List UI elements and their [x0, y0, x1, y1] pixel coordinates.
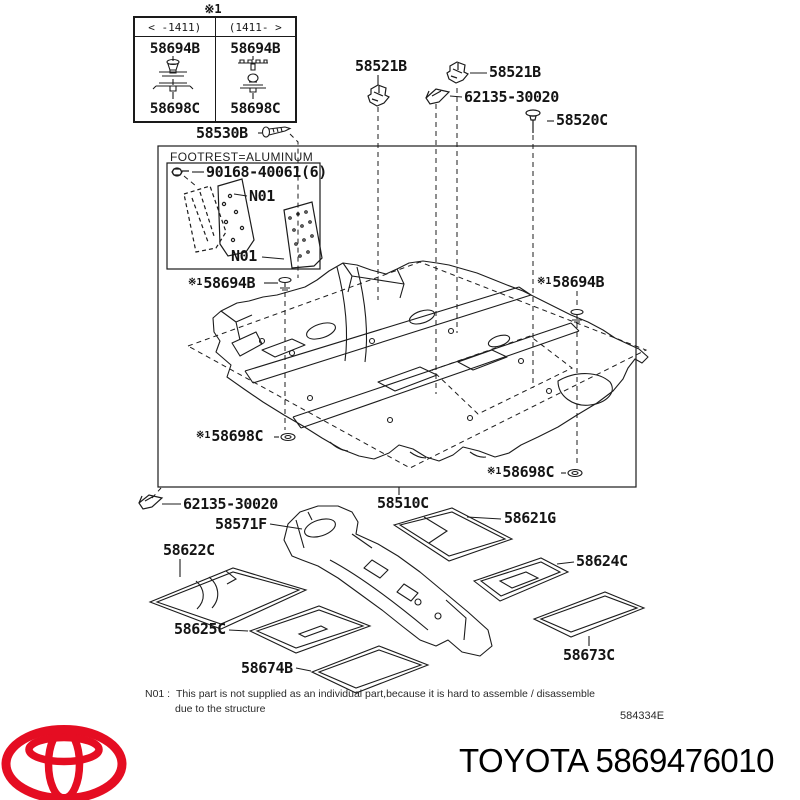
part-label-58621g: 58621G — [504, 509, 556, 527]
ref-mark: ※1 — [196, 430, 211, 441]
part-number-58698c: 58698C — [230, 101, 281, 117]
footnote-text1: This part is not supplied as an individu… — [175, 688, 596, 700]
toyota-logo — [1, 725, 127, 800]
footnote-code: N01 : — [145, 688, 171, 700]
variant-table: < -1411) 58694B 58698C (1411- > 58694B 5… — [133, 16, 297, 123]
part-number-58698c: 58698C — [149, 101, 200, 117]
mat-58673c-drawing — [532, 591, 646, 638]
part-number-58694b: 58694B — [149, 41, 200, 57]
brand-part-number-line: TOYOTA 5869476010 — [458, 742, 775, 779]
footrest-material-note: FOOTREST=ALUMINUM — [170, 150, 314, 164]
clip-58521b-right-icon — [446, 61, 469, 84]
part-label-62135-top: 62135-30020 — [464, 88, 559, 106]
tunnel-insulator-drawing — [283, 505, 493, 657]
part-label-58571f: 58571F — [215, 515, 267, 533]
part-label-62135-bottom: 62135-30020 — [183, 495, 278, 513]
variant-col-header: < -1411) — [135, 18, 215, 37]
ref-mark: ※1 — [188, 277, 203, 288]
mat-58625c-drawing — [248, 605, 372, 654]
clip-62135-bottom-icon — [138, 494, 164, 510]
assembly-boundary-box — [157, 145, 637, 488]
drawing-code: 584334E — [620, 710, 665, 722]
mat-58622c-drawing — [148, 567, 308, 630]
ref-mark: ※1 — [537, 276, 552, 287]
leader-lines — [162, 72, 590, 672]
part-label-58622c: 58622C — [163, 541, 215, 559]
variant-table-clip-icons — [152, 56, 268, 99]
part-label-58698c-right: ※158698C — [487, 463, 555, 481]
footnote-line1: N01 : This part is not supplied as an in… — [145, 687, 625, 702]
clip-58521b-left-icon — [367, 84, 390, 107]
clip-58694b-left-icon — [278, 276, 292, 291]
part-label-58674b: 58674B — [241, 659, 293, 677]
pin-58520c-icon — [525, 109, 541, 133]
note-ref-n01-lower: N01 — [231, 247, 257, 265]
footnote: N01 : This part is not supplied as an in… — [145, 687, 625, 717]
part-label-58510c: 58510C — [377, 494, 429, 512]
part-label-58520c: 58520C — [556, 111, 608, 129]
mat-58674b-drawing — [310, 645, 430, 694]
ref-mark: ※1 — [487, 466, 502, 477]
clip-58694b-right-icon — [570, 308, 584, 323]
part-label-90168: 90168-40061(6) — [206, 163, 327, 181]
part-label-58694b-left: ※158694B — [188, 274, 256, 292]
variant-table-col-late: (1411- > 58694B 58698C — [215, 18, 295, 121]
footnote-line2: due to the structure — [175, 703, 266, 716]
note-ref-n01-upper: N01 — [249, 187, 275, 205]
variant-table-col-early: < -1411) 58694B 58698C — [135, 18, 216, 121]
part-label-58521b-left: 58521B — [355, 57, 407, 75]
part-label-58625c: 58625C — [174, 620, 226, 638]
part-number: 58698C — [502, 463, 555, 481]
part-label-58694b-right: ※158694B — [537, 273, 605, 291]
part-label-58530b: 58530B — [196, 124, 248, 142]
clip-62135-top-icon — [425, 88, 451, 105]
floor-carpet-drawing — [212, 260, 649, 462]
screw-58530b-icon — [261, 126, 292, 138]
part-number: 58694B — [203, 274, 256, 292]
part-number-58694b: 58694B — [230, 41, 281, 57]
part-label-58624c: 58624C — [576, 552, 628, 570]
part-label-58673c: 58673C — [563, 646, 615, 664]
dashed-leader-lines — [151, 88, 648, 499]
part-number: 58694B — [552, 273, 605, 291]
mat-58624c-drawing — [472, 557, 570, 602]
footrest-box — [166, 162, 323, 270]
variant-col-header: (1411- > — [215, 18, 295, 37]
mat-58621g-drawing — [392, 507, 514, 562]
part-label-58698c-left: ※158698C — [196, 427, 264, 445]
grommet-58698c-left-icon — [280, 432, 296, 442]
variant-table-title: ※1 — [204, 2, 222, 16]
part-label-58521b-right: 58521B — [489, 63, 541, 81]
part-number: 58698C — [211, 427, 264, 445]
grommet-58698c-right-icon — [567, 468, 583, 478]
